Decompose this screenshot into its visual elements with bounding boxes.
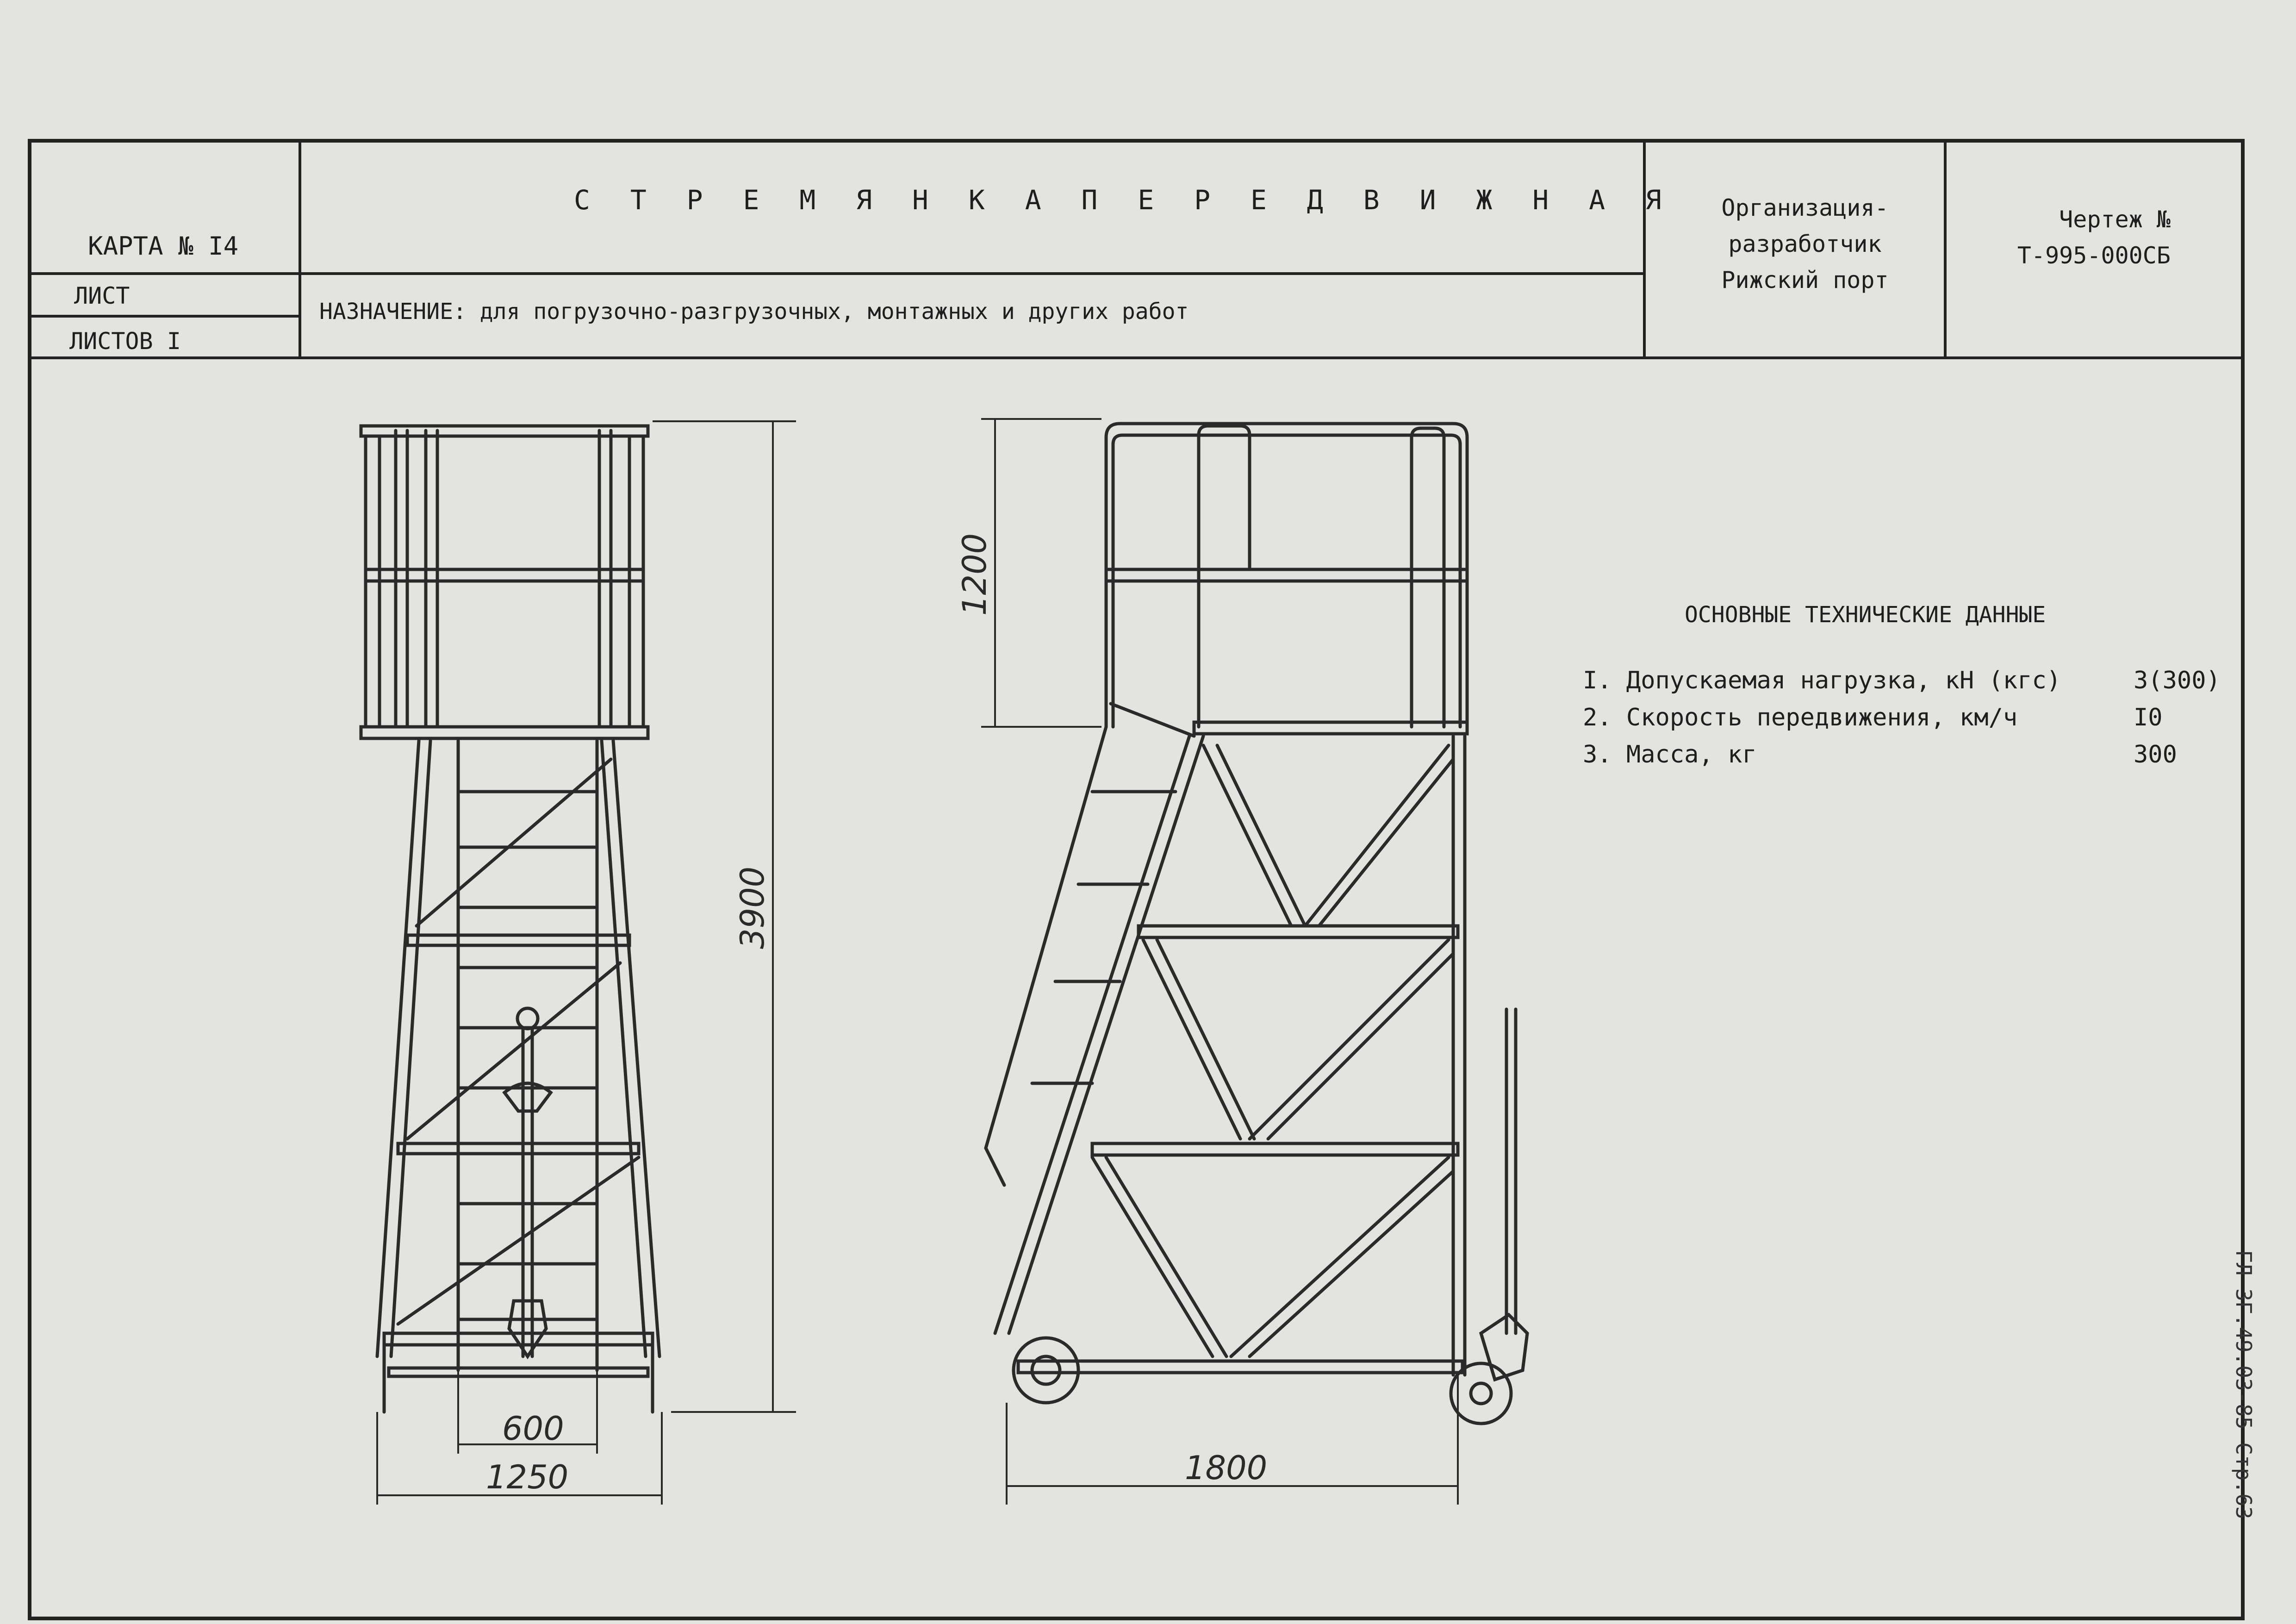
technical-data-row-label: I. Допускаемая нагрузка, кН (кгс) <box>1583 667 2061 694</box>
sheet-divider-line <box>28 315 301 318</box>
technical-data-row-label: 2. Скорость передвижения, км/ч <box>1583 704 2018 731</box>
drawing-number: Т-995-000СБ <box>2017 242 2171 269</box>
front-view <box>359 424 661 1414</box>
sheets-count: ЛИСТОВ I <box>69 328 181 355</box>
organization-line: Организация- <box>1721 194 1889 221</box>
technical-data-row-value: I0 <box>2134 704 2163 731</box>
purpose-text: НАЗНАЧЕНИЕ: для погрузочно-разгрузочных,… <box>319 299 1189 325</box>
technical-data-row-label: 3. Масса, кг <box>1583 741 1757 768</box>
title-block-divider-3 <box>1944 139 1947 359</box>
title-block-mid-line <box>28 272 1645 275</box>
card-number: КАРТА № I4 <box>88 231 239 261</box>
drawing-title: С Т Р Е М Я Н К А П Е Р Е Д В И Ж Н А Я <box>574 184 1674 216</box>
technical-data-row-value: 300 <box>2134 741 2177 768</box>
dim-rail-height: 1200 <box>956 533 994 616</box>
dim-base-length: 1800 <box>1185 1449 1267 1487</box>
drawing-number-block: Чертеж № Т-995-000СБ <box>1999 201 2171 274</box>
organization-block: Организация- разработчик Рижский порт <box>1712 190 1898 298</box>
sheet-label: ЛИСТ <box>74 282 130 309</box>
dim-front-height: 3900 <box>734 867 772 949</box>
dim-base-width: 1250 <box>486 1458 568 1496</box>
title-block-divider-1 <box>299 139 301 359</box>
technical-data-heading: ОСНОВНЫЕ ТЕХНИЧЕСКИЕ ДАННЫЕ <box>1685 602 2046 628</box>
side-view <box>984 422 1529 1425</box>
organization-line: Рижский порт <box>1721 267 1889 294</box>
technical-data-row-value: 3(300) <box>2134 667 2221 694</box>
drawing-number-label: Чертеж № <box>2059 206 2171 233</box>
title-block-divider-2 <box>1643 139 1646 359</box>
dim-inner-width: 600 <box>502 1410 564 1448</box>
drawing-frame <box>28 139 2245 1620</box>
title-block-bottom-line <box>28 356 2245 359</box>
organization-line: разработчик <box>1728 231 1882 257</box>
